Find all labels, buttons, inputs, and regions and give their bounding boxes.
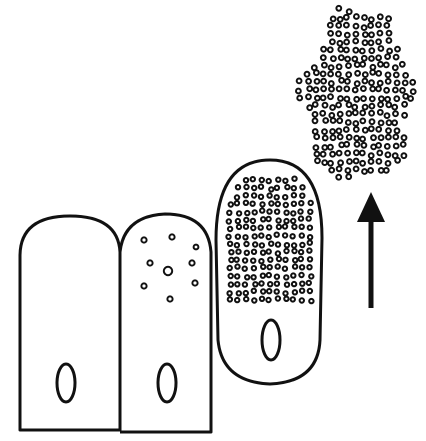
cell-3-nucleus <box>262 320 280 360</box>
